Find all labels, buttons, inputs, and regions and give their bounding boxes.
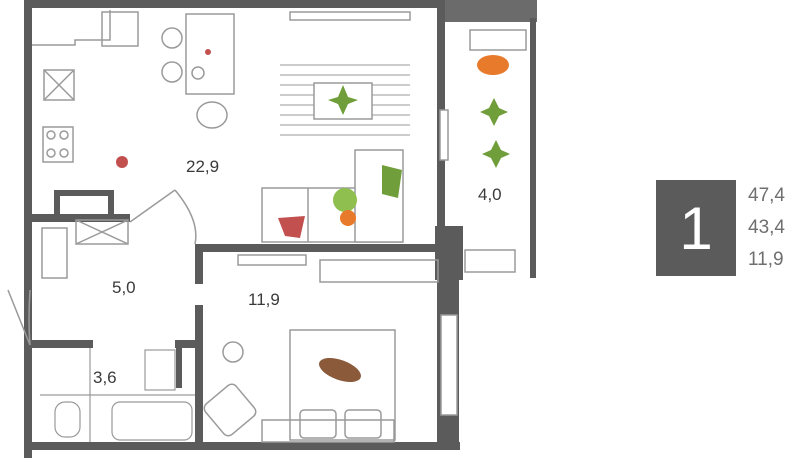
kitchen [32, 10, 235, 163]
plant-icon [480, 98, 510, 168]
toy-icon [116, 156, 128, 168]
room-area-bedroom: 11,9 [248, 290, 280, 309]
room-area-balcony: 4,0 [478, 185, 502, 204]
dog-icon [319, 357, 361, 383]
room-area-living: 22,9 [186, 157, 219, 176]
person-icon [340, 210, 356, 226]
room-area-bathroom: 3,6 [93, 368, 117, 387]
cushion-icon [382, 165, 402, 198]
windows [289, 11, 516, 416]
kitchen-dot-icon [205, 49, 211, 55]
room-area: 11,9 [748, 249, 784, 270]
area-summary: 47,4 43,4 11,9 [748, 180, 804, 276]
person-icon [333, 188, 357, 212]
bedroom [203, 254, 439, 443]
living-area: 43,4 [748, 217, 785, 238]
balcony [469, 29, 527, 51]
total-area: 47,4 [748, 185, 785, 206]
room-area-hall: 5,0 [112, 278, 136, 297]
hall [7, 189, 197, 346]
cushion-icon [278, 216, 305, 238]
rooms-count-badge: 1 [656, 180, 736, 276]
bathroom [40, 348, 195, 442]
chair-icon [477, 55, 509, 75]
plant-icon [328, 85, 358, 115]
